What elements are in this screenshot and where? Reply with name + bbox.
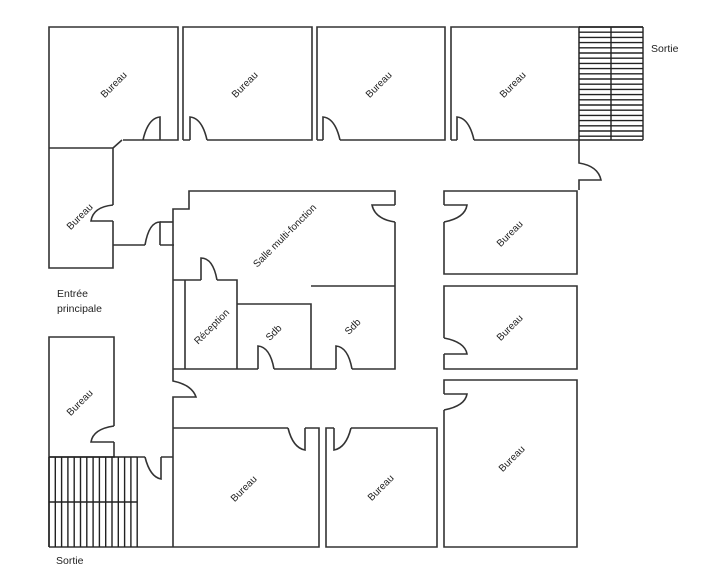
door-bathroom-1 bbox=[257, 345, 275, 370]
label-multipurpose: Salle multi-fonction bbox=[251, 202, 319, 270]
door-left-lower bbox=[90, 425, 115, 443]
room-right-2-walls bbox=[443, 285, 578, 370]
corridor-right-wall bbox=[578, 140, 602, 190]
label-bathroom-1: Sdb bbox=[264, 323, 285, 344]
room-reception-walls bbox=[173, 279, 238, 369]
door-right-1 bbox=[443, 204, 468, 223]
door-right-2 bbox=[443, 337, 468, 355]
label-bureau-left-lower: Bureau bbox=[65, 388, 96, 419]
door-entrance bbox=[144, 221, 161, 246]
label-bureau-top-1: Bureau bbox=[99, 70, 130, 101]
label-bureau-bottom-1: Bureau bbox=[229, 474, 260, 505]
label-bureau-right-1: Bureau bbox=[495, 219, 526, 250]
door-top-1 bbox=[142, 116, 161, 141]
stairs-top bbox=[579, 26, 644, 141]
label-bathroom-2: Sdb bbox=[343, 317, 364, 338]
door-top-3 bbox=[322, 116, 341, 141]
room-top-2-walls bbox=[182, 26, 313, 141]
label-entrance-line2: principale bbox=[57, 303, 102, 315]
door-bathroom-2 bbox=[335, 345, 353, 370]
door-exit-bottom bbox=[144, 456, 162, 480]
door-top-4 bbox=[456, 116, 475, 141]
corridor-left-lower-wall bbox=[172, 369, 198, 547]
room-multipurpose-walls bbox=[172, 190, 396, 370]
label-reception: Réception bbox=[192, 307, 232, 347]
room-top-3-walls bbox=[316, 26, 446, 141]
label-bureau-top-2: Bureau bbox=[230, 70, 261, 101]
door-left-upper bbox=[90, 204, 114, 222]
door-bottom-2 bbox=[333, 427, 352, 451]
door-reception bbox=[200, 257, 218, 281]
room-bottom-2-walls bbox=[325, 427, 438, 548]
label-exit-bottom: Sortie bbox=[56, 555, 84, 567]
door-multipurpose bbox=[371, 204, 396, 223]
room-right-3-walls bbox=[443, 379, 578, 548]
label-exit-top: Sortie bbox=[651, 43, 679, 55]
label-entrance-line1: Entrée bbox=[57, 288, 88, 300]
door-right-3 bbox=[443, 393, 468, 411]
walls bbox=[48, 26, 602, 548]
label-bureau-left-upper: Bureau bbox=[65, 202, 96, 233]
label-bureau-right-3: Bureau bbox=[497, 444, 528, 475]
room-bottom-1-walls bbox=[49, 427, 320, 548]
label-bureau-top-4: Bureau bbox=[498, 70, 529, 101]
room-right-1-walls bbox=[443, 190, 578, 275]
stairs-bottom bbox=[48, 456, 138, 547]
room-bathroom-1-walls bbox=[237, 303, 312, 369]
label-bureau-top-3: Bureau bbox=[364, 70, 395, 101]
door-bottom-1 bbox=[287, 427, 306, 451]
door-top-2 bbox=[189, 116, 208, 141]
labels: Bureau Bureau Bureau Bureau Bureau Burea… bbox=[56, 43, 679, 567]
room-top-1-walls bbox=[48, 26, 179, 269]
label-bureau-right-2: Bureau bbox=[495, 313, 526, 344]
label-bureau-bottom-2: Bureau bbox=[366, 473, 397, 504]
